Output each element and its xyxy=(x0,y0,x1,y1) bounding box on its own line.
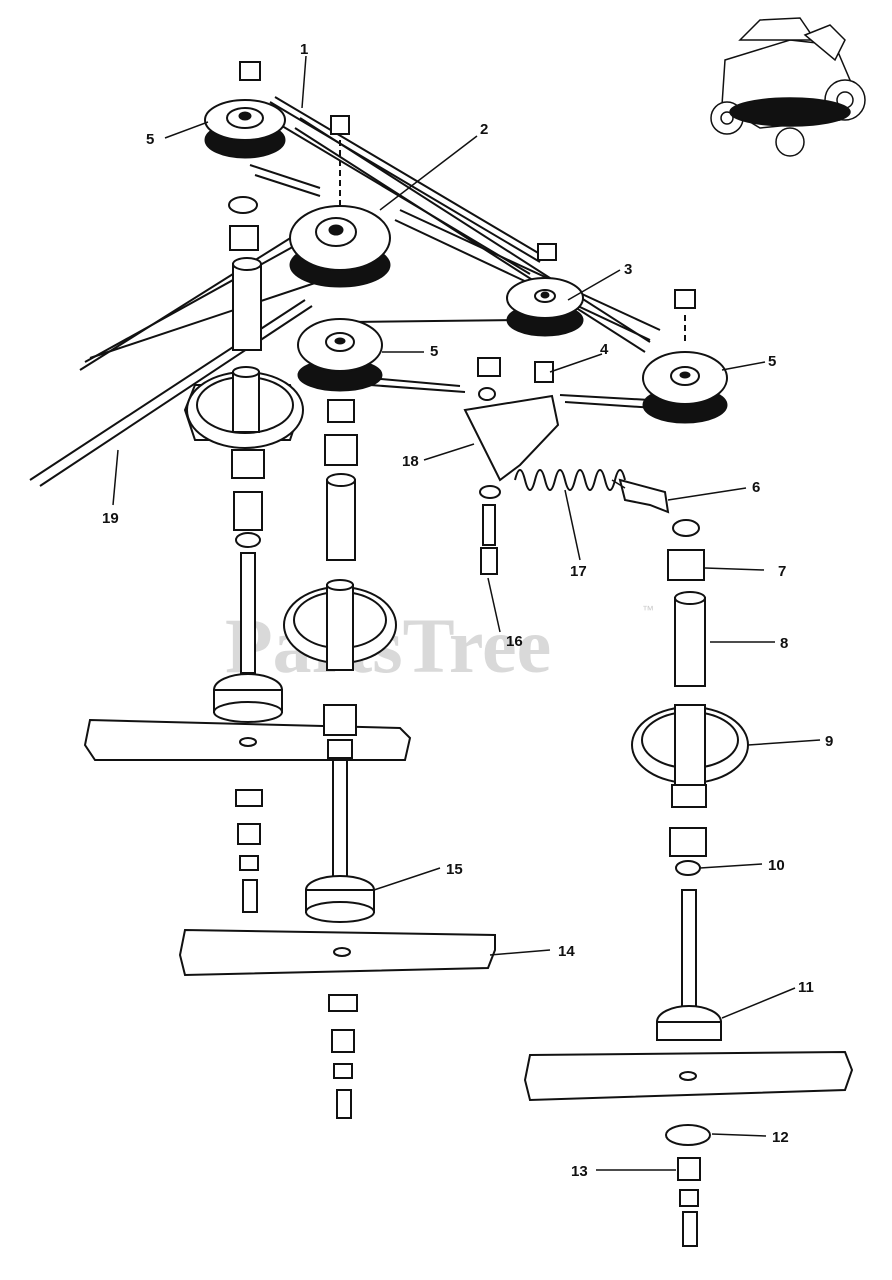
tractor-thumbnail-icon xyxy=(710,17,866,157)
callout-9: 9 xyxy=(825,733,833,750)
callout-labels: 1 2 3 4 5 5 5 6 7 8 9 10 11 12 13 14 15 … xyxy=(102,41,833,1180)
callout-5-center: 5 xyxy=(430,343,438,360)
callout-11: 11 xyxy=(798,979,814,996)
callout-12: 12 xyxy=(772,1129,789,1146)
callout-1: 1 xyxy=(300,41,308,58)
center-spindle-assembly xyxy=(283,399,397,923)
pulley-5-center xyxy=(297,318,383,392)
callout-14: 14 xyxy=(558,943,575,960)
drive-belts xyxy=(29,96,661,487)
pulley-3-idler xyxy=(506,243,584,337)
left-spindle-assembly xyxy=(183,366,304,723)
right-spindle-assembly xyxy=(631,519,749,1041)
callout-15: 15 xyxy=(446,861,463,878)
callout-5-right: 5 xyxy=(768,353,776,370)
callout-2: 2 xyxy=(480,121,488,138)
pulley-5-top-left xyxy=(204,61,286,351)
callout-8: 8 xyxy=(780,635,788,652)
callout-7: 7 xyxy=(778,563,786,580)
callout-13: 13 xyxy=(571,1163,588,1180)
leader-lines xyxy=(112,55,821,1171)
callout-10: 10 xyxy=(768,857,785,874)
callout-18: 18 xyxy=(402,453,419,470)
watermark-trademark: ™ xyxy=(642,603,654,617)
pulley-5-right xyxy=(642,289,728,424)
callout-6: 6 xyxy=(752,479,760,496)
callout-3: 3 xyxy=(624,261,632,278)
callout-17: 17 xyxy=(570,563,587,580)
callout-16: 16 xyxy=(506,633,523,650)
pulley-2 xyxy=(289,115,391,288)
blade-center xyxy=(178,928,496,1119)
callout-19: 19 xyxy=(102,510,119,527)
idler-bracket-assembly xyxy=(463,357,670,575)
blade-right xyxy=(523,1050,854,1247)
callout-5-top-left: 5 xyxy=(146,131,154,148)
callout-4: 4 xyxy=(600,341,609,358)
